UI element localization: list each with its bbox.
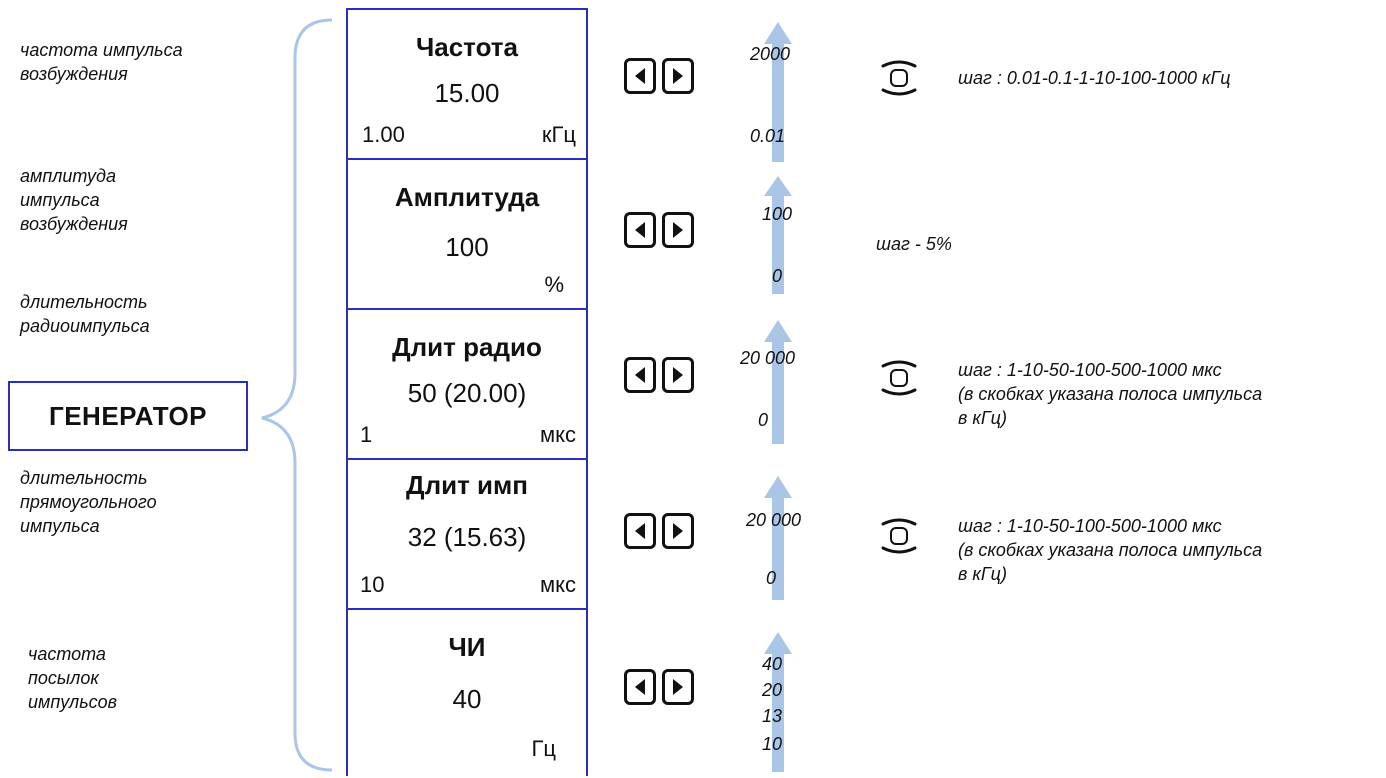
triangle-left-icon xyxy=(635,68,645,84)
param-cell-prf[interactable]: ЧИ 40 Гц xyxy=(348,610,586,778)
right-arrow-key[interactable] xyxy=(662,669,694,705)
param-cell-amplitude[interactable]: Амплитуда 100 % xyxy=(348,160,586,310)
range-value-label: 40 xyxy=(762,654,783,674)
range-max-label: 2000 xyxy=(750,44,791,64)
range-slider-rect-duration[interactable]: 20 000 0 xyxy=(746,476,842,600)
up-arrow-icon xyxy=(764,22,792,162)
param-min: 10 xyxy=(360,572,385,597)
param-title: Частота xyxy=(415,32,518,62)
param-value: 32 (15.63) xyxy=(407,522,527,552)
range-max-label: 100 xyxy=(762,204,793,224)
range-value-label: 13 xyxy=(762,706,783,726)
left-arrow-key[interactable] xyxy=(624,58,656,94)
range-slider-prf[interactable]: 40 20 13 10 xyxy=(752,632,842,772)
param-unit: Гц xyxy=(531,736,556,761)
triangle-right-icon xyxy=(673,679,683,695)
right-arrow-key[interactable] xyxy=(662,58,694,94)
range-slider-radio-duration[interactable]: 20 000 0 xyxy=(740,320,842,444)
param-unit: мкс xyxy=(540,572,576,597)
step-button-icon[interactable] xyxy=(877,356,921,400)
arrow-keys-rect-duration xyxy=(624,513,694,549)
param-cell-frequency[interactable]: Частота 15.00 1.00 кГц xyxy=(348,10,586,160)
right-arrow-key[interactable] xyxy=(662,357,694,393)
triangle-right-icon xyxy=(673,222,683,238)
triangle-right-icon xyxy=(673,68,683,84)
note-frequency: частота импульса возбуждения xyxy=(20,40,183,84)
step-note-rect-duration: шаг : 1-10-50-100-500-1000 мкс (в скобка… xyxy=(958,516,1263,584)
triangle-right-icon xyxy=(673,523,683,539)
step-button-icon[interactable] xyxy=(877,56,921,100)
triangle-left-icon xyxy=(635,367,645,383)
note-amplitude: амплитуда импульса возбуждения xyxy=(20,166,128,234)
range-value-label: 20 xyxy=(762,680,783,700)
param-title: Длит радио xyxy=(392,332,542,362)
left-arrow-key[interactable] xyxy=(624,513,656,549)
curly-brace xyxy=(261,18,333,772)
param-unit: % xyxy=(544,272,564,297)
range-max-label: 20 000 xyxy=(746,510,802,530)
arrow-keys-prf xyxy=(624,669,694,705)
arrow-keys-frequency xyxy=(624,58,694,94)
range-min-label: 0.01 xyxy=(750,126,786,146)
note-radio-duration: длительность радиоимпульса xyxy=(20,292,150,336)
range-min-label: 0 xyxy=(772,266,783,286)
right-arrow-key[interactable] xyxy=(662,513,694,549)
param-min: 1.00 xyxy=(362,122,405,147)
triangle-left-icon xyxy=(635,679,645,695)
range-min-label: 0 xyxy=(758,410,769,430)
triangle-right-icon xyxy=(673,367,683,383)
range-max-label: 20 000 xyxy=(740,348,796,368)
up-arrow-icon xyxy=(764,176,792,294)
param-value: 50 (20.00) xyxy=(407,378,527,408)
note-rect-duration: длительность прямоугольного импульса xyxy=(20,468,157,536)
param-value: 15.00 xyxy=(434,78,500,108)
arrow-keys-radio-duration xyxy=(624,357,694,393)
param-title: Амплитуда xyxy=(394,182,540,212)
up-arrow-icon xyxy=(764,320,792,444)
param-unit: мкс xyxy=(540,422,576,447)
note-prf: частота посылок импульсов xyxy=(28,644,118,712)
range-value-label: 10 xyxy=(762,734,783,754)
range-slider-frequency[interactable]: 2000 0.01 xyxy=(750,22,842,162)
param-cell-rect-duration[interactable]: Длит имп 32 (15.63) 10 мкс xyxy=(348,460,586,610)
step-note-amplitude: шаг - 5% xyxy=(876,234,952,254)
range-min-label: 0 xyxy=(766,568,777,588)
triangle-left-icon xyxy=(635,523,645,539)
triangle-left-icon xyxy=(635,222,645,238)
right-arrow-key[interactable] xyxy=(662,212,694,248)
param-title: ЧИ xyxy=(448,632,486,662)
param-title: Длит имп xyxy=(406,470,528,500)
param-unit: кГц xyxy=(541,122,576,147)
param-value: 100 xyxy=(445,232,489,262)
parameter-panel: Частота 15.00 1.00 кГц Амплитуда 100 % Д… xyxy=(346,8,588,776)
param-value: 40 xyxy=(452,684,482,714)
range-slider-amplitude[interactable]: 100 0 xyxy=(752,176,842,294)
left-arrow-key[interactable] xyxy=(624,212,656,248)
left-arrow-key[interactable] xyxy=(624,357,656,393)
param-min: 1 xyxy=(360,422,373,447)
up-arrow-icon xyxy=(764,476,792,600)
up-arrow-icon xyxy=(764,632,792,772)
param-cell-radio-duration[interactable]: Длит радио 50 (20.00) 1 мкс xyxy=(348,310,586,460)
generator-label: ГЕНЕРАТОР xyxy=(8,381,248,451)
step-note-frequency: шаг : 0.01-0.1-1-10-100-1000 кГц xyxy=(958,68,1231,88)
arrow-keys-amplitude xyxy=(624,212,694,248)
step-note-radio-duration: шаг : 1-10-50-100-500-1000 мкс (в скобка… xyxy=(958,360,1263,428)
left-arrow-key[interactable] xyxy=(624,669,656,705)
step-button-icon[interactable] xyxy=(877,514,921,558)
